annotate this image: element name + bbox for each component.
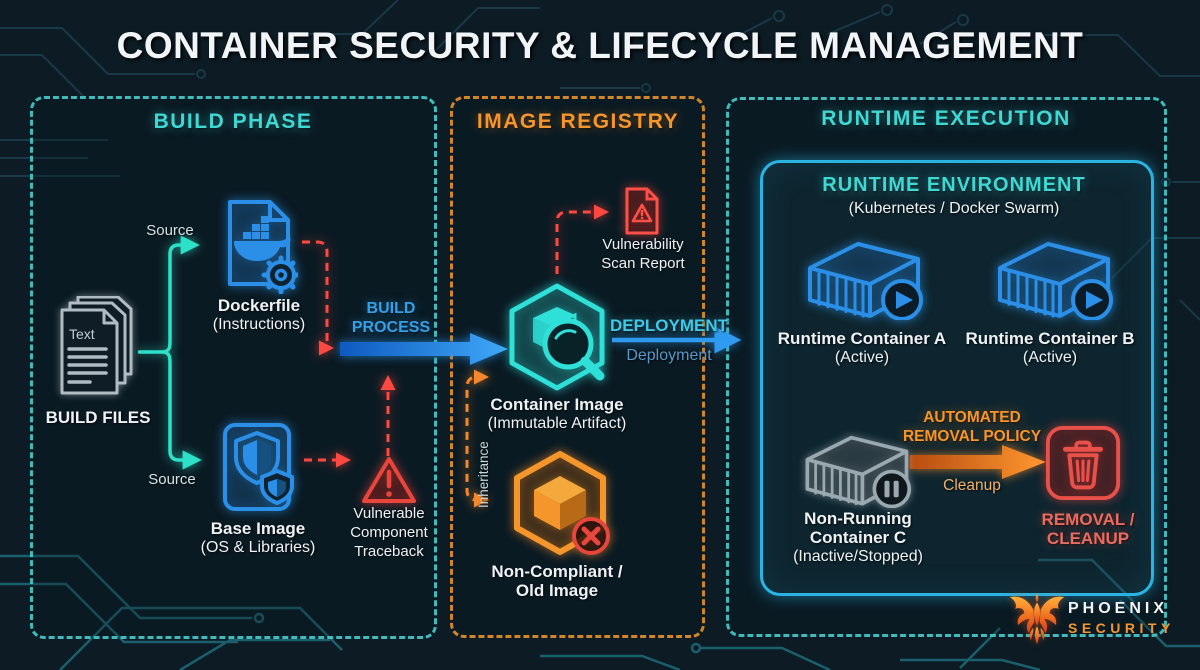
- pause-icon: [872, 469, 912, 508]
- warning-triangle-icon: [362, 457, 416, 503]
- runtime-container-a-label: Runtime Container A: [777, 329, 947, 348]
- non-compliant-line1: Non-Compliant /: [491, 562, 623, 581]
- container-image-icon: [509, 283, 605, 391]
- build-process-line1: BUILD: [366, 300, 416, 317]
- trash-icon: [1045, 425, 1121, 501]
- removal-policy-line1: AUTOMATED: [923, 409, 1021, 426]
- error-x-icon: [572, 517, 610, 555]
- scan-report-line1: Vulnerability: [602, 236, 684, 253]
- runtime-container-b-label: Runtime Container B: [965, 329, 1135, 348]
- dockerfile-label: Dockerfile: [217, 296, 301, 315]
- runtime-container-b-status: (Active): [1022, 349, 1078, 366]
- cube-icon: [534, 476, 586, 530]
- small-shield-icon: [260, 469, 294, 505]
- base-image-label: Base Image: [210, 519, 306, 538]
- non-running-container-status: (Inactive/Stopped): [793, 548, 923, 565]
- non-running-container-label: Non-Running Container C: [804, 509, 912, 547]
- build-process-label: BUILD PROCESS: [352, 299, 430, 337]
- traceback-label: Vulnerable Component Traceback: [350, 504, 428, 561]
- scan-report-icon: [625, 187, 659, 235]
- non-compliant-label: Non-Compliant / Old Image: [491, 562, 622, 600]
- scan-report-label: Vulnerability Scan Report: [601, 235, 684, 273]
- runtime-execution-panel: [726, 97, 1167, 637]
- runtime-environment-title: RUNTIME ENVIRONMENT: [822, 174, 1086, 196]
- phoenix-logo-icon: [1009, 593, 1065, 645]
- build-process-line2: PROCESS: [351, 319, 431, 336]
- build-files-doc-label: Text: [69, 326, 95, 342]
- traceback-line2: Component: [350, 524, 428, 541]
- image-registry-title: IMAGE REGISTRY: [476, 110, 680, 133]
- runtime-environment-box: [760, 160, 1154, 596]
- container-c-line2: Container C: [809, 528, 907, 547]
- non-running-container-icon: [805, 435, 912, 508]
- logo-name: PHOENIX: [1068, 600, 1169, 617]
- removal-policy-label: AUTOMATED REMOVAL POLICY: [903, 408, 1041, 446]
- inheritance-label: Inheritance: [476, 441, 491, 508]
- traceback-line1: Vulnerable: [353, 505, 425, 522]
- traceback-line3: Traceback: [354, 543, 424, 560]
- cleanup-label: Cleanup: [943, 477, 1001, 494]
- container-image-label: Container Image: [490, 395, 624, 414]
- docker-whale-icon: [234, 216, 291, 261]
- scan-report-line2: Scan Report: [601, 255, 685, 272]
- runtime-execution-title: RUNTIME EXECUTION: [821, 107, 1071, 130]
- logo-subname: SECURITY: [1068, 620, 1175, 636]
- dockerfile-sublabel: (Instructions): [212, 316, 306, 333]
- removal-policy-line2: REMOVAL POLICY: [902, 428, 1042, 445]
- removal-cleanup-label: REMOVAL / CLEANUP: [1042, 510, 1135, 548]
- play-icon: [1071, 279, 1113, 320]
- runtime-container-a-icon: [808, 242, 923, 320]
- base-image-sublabel: (OS & Libraries): [200, 539, 316, 556]
- deployment-sublabel: Deployment: [626, 347, 712, 364]
- build-phase-title: BUILD PHASE: [153, 110, 313, 133]
- build-files-label: BUILD FILES: [45, 408, 151, 427]
- gear-icon: [261, 255, 298, 294]
- dockerfile-icon: [228, 200, 298, 294]
- removal-line2: CLEANUP: [1046, 529, 1130, 548]
- non-compliant-line2: Old Image: [515, 581, 599, 600]
- non-compliant-image-icon: [514, 451, 610, 555]
- removal-line1: REMOVAL /: [1041, 510, 1135, 529]
- play-icon: [881, 279, 923, 320]
- magnifier-icon: [542, 318, 605, 381]
- runtime-environment-sublabel: (Kubernetes / Docker Swarm): [848, 200, 1060, 217]
- shield-icon: [234, 431, 280, 485]
- runtime-container-a-status: (Active): [834, 349, 890, 366]
- page-title: CONTAINER SECURITY & LIFECYCLE MANAGEMEN…: [116, 25, 1084, 66]
- container-image-sublabel: (Immutable Artifact): [487, 415, 627, 432]
- deployment-label: DEPLOYMENT: [609, 316, 729, 335]
- base-image-icon: [223, 423, 294, 511]
- runtime-container-b-icon: [998, 242, 1113, 320]
- build-files-icon: Text: [60, 296, 133, 395]
- container-c-line1: Non-Running: [804, 509, 912, 528]
- source-label-bottom: Source: [148, 471, 196, 488]
- source-label-top: Source: [146, 222, 194, 239]
